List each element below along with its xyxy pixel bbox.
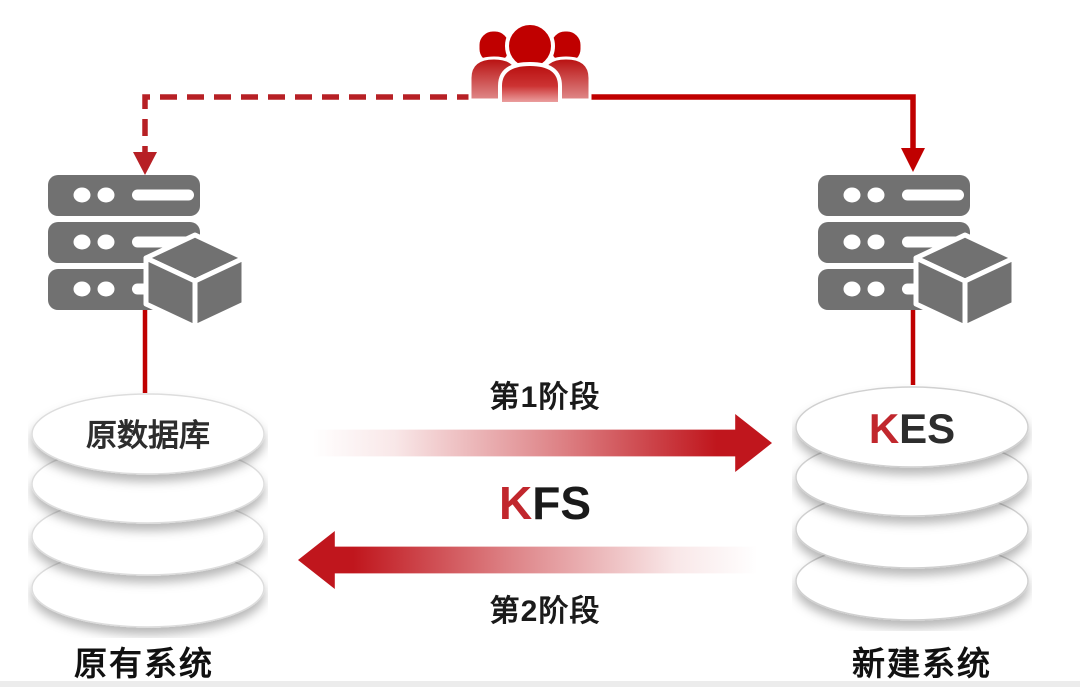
kfs-k: K xyxy=(498,477,533,529)
left-db-label: 原数据库 xyxy=(86,418,210,453)
kfs-rest: FS xyxy=(532,477,591,529)
phase1-label: 第1阶段 xyxy=(489,381,601,414)
old-system-label: 原有系统 xyxy=(74,645,214,682)
phase2-label: 第2阶段 xyxy=(489,595,601,628)
users-group-icon xyxy=(468,21,592,104)
bottom-edge-strip xyxy=(0,681,1080,687)
new-system-label: 新建系统 xyxy=(852,645,992,682)
cube-icon xyxy=(913,232,1017,327)
database-cylinder-left: 原数据库 xyxy=(31,393,265,628)
right-db-label: KES xyxy=(869,405,955,452)
server-rack-icon-right xyxy=(818,175,1017,327)
cube-icon xyxy=(143,232,247,327)
kfs-label: KFS xyxy=(380,476,710,530)
server-rack-icon-left xyxy=(48,175,247,327)
database-cylinder-right: KES xyxy=(795,386,1029,621)
